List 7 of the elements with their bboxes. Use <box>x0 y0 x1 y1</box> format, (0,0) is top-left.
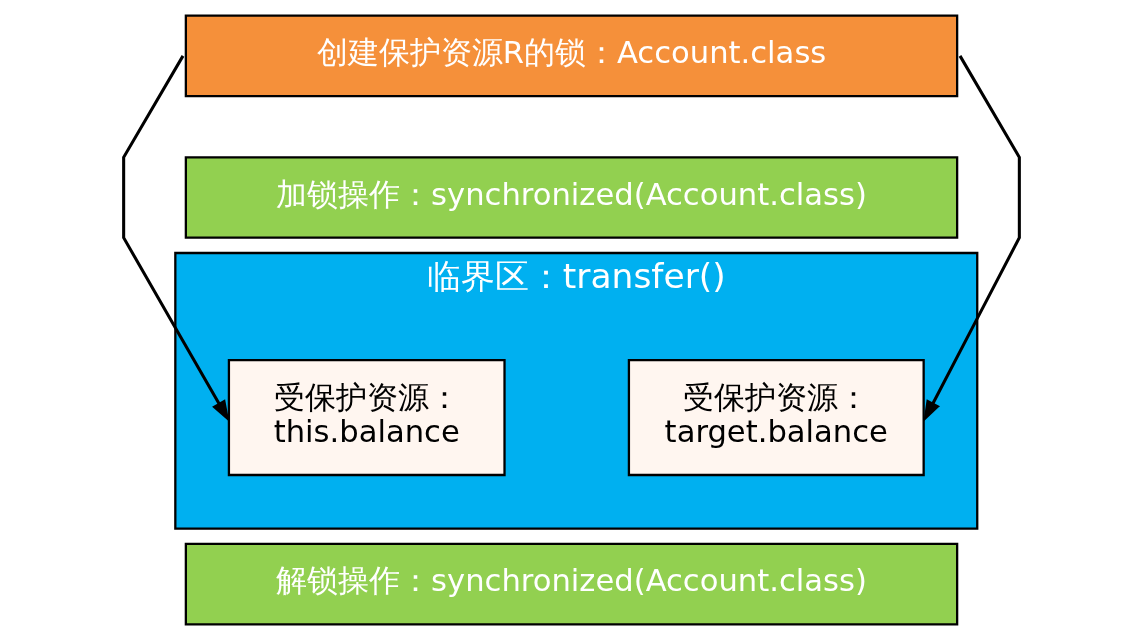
node-box: 受保护资源： this.balance <box>227 359 506 477</box>
node-box: 加锁操作：synchronized(Account.class) <box>184 156 958 239</box>
node-box: 解锁操作：synchronized(Account.class) <box>184 542 958 626</box>
node-box: 受保护资源： target.balance <box>627 359 925 477</box>
arrow <box>922 55 1021 422</box>
node-box: 创建保护资源R的锁：Account.class <box>184 14 958 98</box>
arrow <box>121 55 229 422</box>
